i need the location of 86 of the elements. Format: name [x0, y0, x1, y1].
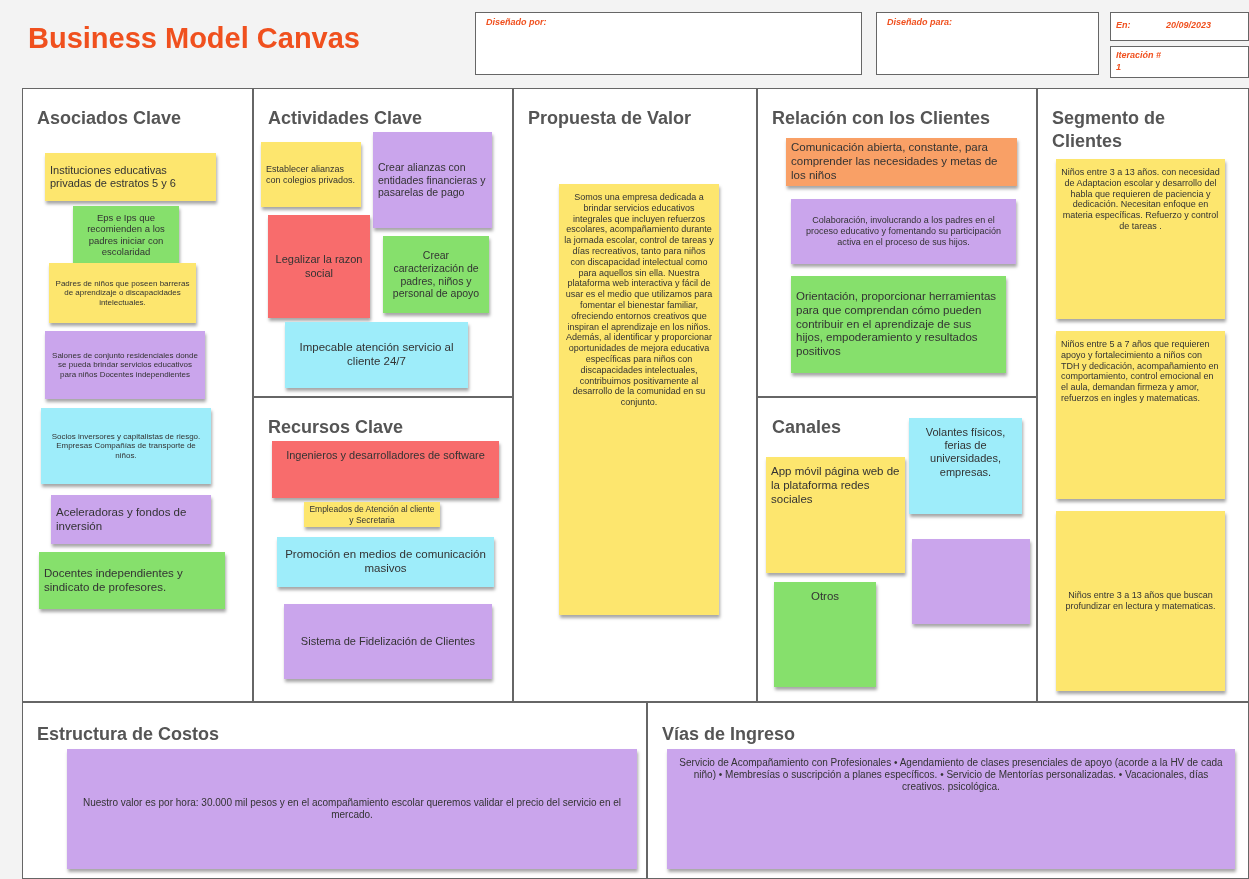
note-text: Niños entre 5 a 7 años que requieren apoyo y fortalecimiento a niños con TDH y dedicación, acompañamiento en comportamiento, control emocional en el aula, demandan firmeza y amor, refuerzos en ingles y matematicas.: [1061, 339, 1220, 404]
section-heading: Vías de Ingreso: [662, 723, 796, 746]
canvas-section: [513, 88, 757, 702]
section-heading: Asociados Clave: [37, 107, 182, 130]
sticky-note: [272, 441, 499, 498]
note-text: Niños entre 3 a 13 años. con necesidad de Adaptacion escolar y desarrollo del habla que requieren de paciencia y dedicación. Necesitan enfoque en materia específicas. Refuerzo y control de tareas .: [1061, 167, 1220, 232]
sticky-note: [786, 138, 1017, 186]
note-text: Otros: [809, 590, 841, 604]
sticky-note: [667, 749, 1235, 869]
sticky-note: [45, 153, 216, 201]
sticky-note: [41, 408, 211, 484]
header-field: [475, 12, 862, 75]
note-text: Legalizar la razon social: [274, 253, 364, 280]
note-text: Nuestro valor es por hora: 30.000 mil pesos y en el acompañamiento escolar queremos validar el precio del servicio en el mercado.: [81, 797, 623, 821]
sticky-note: [1056, 159, 1225, 319]
note-text: Socios inversores y capitalistas de riesgo. Empresas Compañías de transporte de niños.: [50, 431, 202, 461]
note-text: Colaboración, involucrando a los padres en el proceso educativo y fomentando su participación activa en el proceso de sus hijos.: [804, 215, 1003, 248]
sticky-note: [51, 495, 211, 544]
sticky-note: [73, 206, 179, 263]
note-text: Instituciones educativas privadas de estratos 5 y 6: [50, 163, 177, 191]
sticky-note: [1056, 331, 1225, 499]
note-text: Crear alianzas con entidades financieras y pasarelas de pago: [378, 161, 487, 199]
sticky-note: [791, 276, 1006, 373]
sticky-note: [45, 331, 205, 399]
field-label: Iteración #: [1116, 50, 1162, 60]
section-heading: Propuesta de Valor: [528, 107, 692, 130]
section-heading: Canales: [772, 416, 842, 439]
section-heading: Estructura de Costos: [37, 723, 220, 746]
sticky-note: [268, 215, 370, 318]
sticky-note: [909, 418, 1022, 514]
note-text: Sistema de Fidelización de Clientes: [299, 634, 477, 649]
note-text: Volantes físicos, ferias de universidades, empresas.: [924, 426, 1007, 479]
note-text: App móvil página web de la plataforma redes sociales: [771, 465, 900, 507]
sticky-note: [277, 537, 494, 587]
canvas-section: [757, 88, 1037, 397]
sticky-note: [774, 582, 876, 687]
note-text: Padres de niños que poseen barreras de aprendizaje o discapacidades intelectuales.: [54, 278, 191, 308]
note-text: Orientación, proporcionar herramientas para que comprendan cómo pueden contribuir en el aprendizaje de sus hijos, empoderamiento y resultados positivos: [796, 290, 998, 359]
field-label: Diseñado para:: [887, 17, 953, 27]
canvas-section: [1037, 88, 1249, 702]
note-text: Aceleradoras y fondos de inversión: [56, 505, 188, 534]
header-field: [1110, 12, 1249, 41]
canvas-section: [253, 88, 513, 397]
sticky-note: [559, 184, 719, 615]
title: Business Model Canvas: [28, 22, 360, 55]
sticky-note: [284, 604, 492, 679]
note-text: Niños entre 3 a 13 años que buscan profundizar en lectura y matematicas.: [1064, 590, 1217, 612]
header-field: [1110, 46, 1249, 78]
note-text: Crear caracterización de padres, niños y personal de apoyo: [391, 249, 481, 300]
note-text: Salones de conjunto residenciales donde se pueda brindar servicios educativos para niños Docentes independientes: [51, 350, 199, 380]
canvas-section: [757, 397, 1037, 702]
sticky-note: [261, 142, 361, 207]
note-text: Somos una empresa dedicada a brindar servicios educativos integrales que incluyen refuerzos escolares, acompañamiento durante la jornada escolar, control de tareas y días recreativos, tanto para niños con discapacidad intelectual como para aquellos sin ella. Nuestra plataforma web interactiva y fácil de usar es el medio que utilizamos para fomentar el bienestar familiar, ofreciendo entornos creativos que inspiran el aprendizaje en los niños. Además, al identificar y proporcionar oportunidades de mejora educativa específicas para niños con discapacidades intelectuales, contribuimos positivamente al desarrollo de la comunidad en su conjunto.: [564, 192, 714, 408]
canvas-section: [253, 397, 513, 702]
header-field: [876, 12, 1099, 75]
sticky-note: [1056, 511, 1225, 691]
note-text: Promoción en medios de comunicación masivos: [284, 548, 487, 576]
note-text: Eps e Ips que recomienden a los padres iniciar con escolaridad: [86, 211, 166, 258]
sticky-note: [791, 199, 1016, 264]
canvas-section: [22, 702, 647, 879]
section-heading: Segmento de Clientes: [1052, 107, 1167, 152]
field-label: En:: [1116, 20, 1131, 30]
sticky-note: [912, 539, 1030, 624]
sticky-note: [39, 552, 225, 609]
section-heading: Relación con los Clientes: [772, 107, 991, 130]
field-value: 1: [1116, 62, 1121, 72]
sticky-note: [383, 236, 489, 313]
sticky-note: [766, 457, 905, 573]
canvas-section: [647, 702, 1249, 879]
sticky-note: [49, 263, 196, 323]
note-text: Ingenieros y desarrolladores de software: [285, 449, 486, 463]
sticky-note: [373, 132, 492, 228]
section-heading: Recursos Clave: [268, 416, 404, 439]
field-label: Diseñado por:: [486, 17, 547, 27]
section-heading: Actividades Clave: [268, 107, 423, 130]
sticky-note: [285, 322, 468, 388]
note-text: Establecer alianzas con colegios privados.: [266, 163, 356, 186]
sticky-note: [67, 749, 637, 869]
note-text: Impecable atención servicio al cliente 24/7: [298, 341, 455, 369]
note-text: Docentes independientes y sindicato de profesores.: [44, 566, 184, 595]
canvas-section: [22, 88, 253, 702]
note-text: Empleados de Atención al cliente y Secretaria: [309, 504, 435, 525]
note-text: Comunicación abierta, constante, para comprender las necesidades y metas de los niños: [791, 141, 999, 183]
note-text: Servicio de Acompañamiento con Profesionales • Agendamiento de clases presenciales de apoyo (acorde a la HV de cada niño) • Membresías o suscripción a planes específicos. • Servicio de Mentorías personalizadas. • Vacacionales, días creativos. psicológica.: [678, 757, 1224, 793]
sticky-note: [304, 502, 440, 527]
field-value: 20/09/2023: [1166, 20, 1212, 30]
